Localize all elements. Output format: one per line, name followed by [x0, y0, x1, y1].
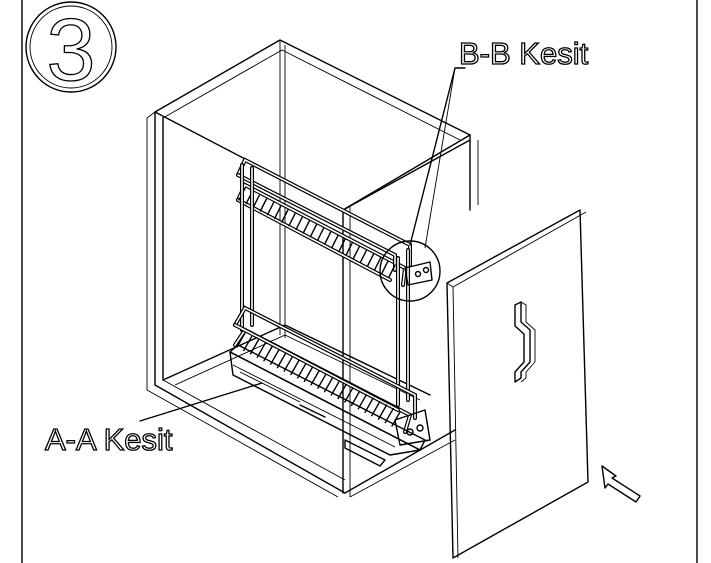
- basket-rung: [295, 216, 303, 231]
- basket-rung: [381, 260, 389, 275]
- basket-rung: [309, 223, 318, 238]
- basket-rung: [281, 209, 289, 223]
- cabinet-door: [446, 209, 641, 559]
- basket-rung: [359, 249, 368, 264]
- step-badge: 3: [25, 0, 117, 100]
- basket-rung: [324, 231, 332, 245]
- door-panel: [446, 209, 589, 559]
- basket-rung: [388, 264, 396, 278]
- section-a-leader: [139, 382, 263, 422]
- section-b-leader: [409, 67, 466, 246]
- basket-rung: [366, 253, 375, 267]
- upper-bracket: [404, 261, 433, 286]
- basket-rung: [259, 198, 268, 212]
- step-number: 3: [47, 0, 96, 99]
- basket-rung: [331, 234, 339, 249]
- section-a-label: A-A Kesit: [45, 422, 173, 457]
- basket-uprights: [240, 163, 410, 407]
- basket-rung: [338, 238, 346, 253]
- section-b-label: B-B Kesit: [459, 36, 589, 71]
- lower-basket: [233, 305, 417, 434]
- basket-rung: [274, 205, 282, 220]
- door-handle: [514, 301, 536, 383]
- basket-rung: [374, 256, 382, 271]
- basket-rung: [288, 212, 296, 227]
- upper-basket: [236, 157, 412, 287]
- basket-rung: [316, 227, 325, 242]
- section-b-leader-2: [424, 67, 456, 249]
- step-badge-inner-ring: [29, 5, 113, 89]
- cabinet-left-side: [154, 111, 346, 494]
- basket-rung: [352, 245, 360, 260]
- basket-rung: [302, 220, 310, 234]
- basket-rung: [252, 194, 260, 209]
- slide-runner: [229, 344, 431, 467]
- cabinet-floor: [162, 324, 431, 396]
- arrow-up-left-icon: [601, 465, 641, 503]
- step-badge-outer-ring: [25, 1, 117, 93]
- basket-rung: [345, 242, 353, 256]
- basket-rung: [266, 201, 275, 216]
- section-b-detail-circle: [379, 240, 441, 302]
